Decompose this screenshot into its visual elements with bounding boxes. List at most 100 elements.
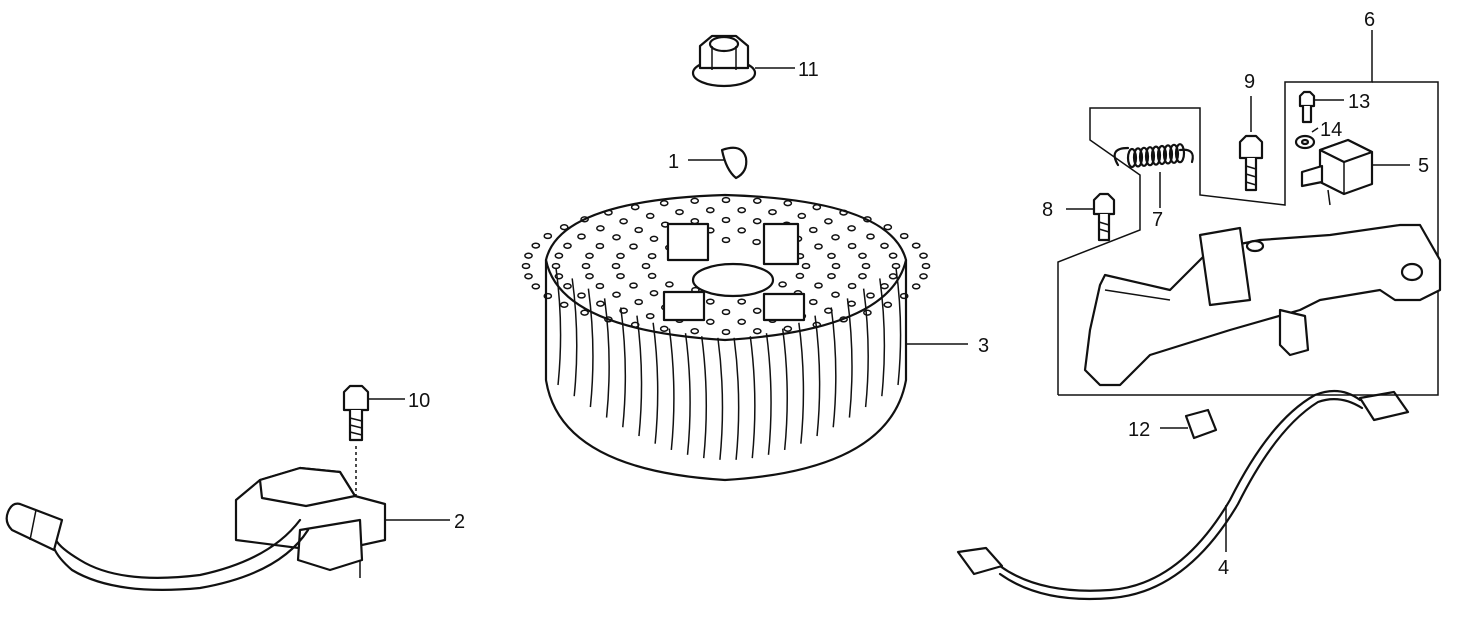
cooling-hole [824,218,833,225]
flywheel-fin [814,315,821,437]
cooling-hole [596,300,605,307]
cooling-hole [543,292,553,300]
cooling-hole [831,234,840,241]
cooling-hole [752,307,762,314]
flywheel-fin [587,288,594,408]
callout-7: 7 [1152,209,1163,231]
cooling-hole [783,325,793,332]
cooling-hole [705,207,715,214]
cooling-hole [705,318,715,325]
cooling-hole [888,252,898,259]
cooling-hole [737,227,747,234]
spring-coil [1132,147,1144,168]
cooling-hole [645,212,655,220]
cooling-hole [675,208,684,216]
cooling-hole [531,242,541,249]
cooling-hole [737,318,747,325]
spring-coil [1138,146,1150,167]
cooling-hole [911,283,921,290]
cooling-hole [831,291,840,298]
cooling-hole [645,312,655,320]
washer-part [1294,127,1319,150]
cooling-hole [752,218,762,225]
cooling-hole [577,233,586,240]
cooling-hole [883,224,893,231]
cooling-hole [808,298,818,306]
callout-3: 3 [978,335,989,357]
flywheel-fin [684,333,691,455]
cooling-hole [611,262,621,270]
cooling-hole [827,272,836,280]
flywheel-fin [652,322,659,444]
flywheel-fin [765,333,772,455]
cooling-hole [891,262,901,270]
cooling-hole [814,282,823,289]
cooling-hole [752,238,761,246]
callout-11: 11 [798,59,819,81]
cooling-hole [883,301,893,308]
cooling-hole [801,262,811,270]
cooling-hole [595,282,605,290]
spring-coil [1162,144,1174,165]
flywheel-fin [879,278,886,397]
cooling-hole [612,234,621,241]
cooling-hole [899,232,909,240]
cooling-hole [866,233,875,240]
cooling-hole [634,298,644,306]
cooling-hole [721,308,731,316]
cooling-hole [630,321,640,328]
cooling-hole [847,300,856,307]
callout-labels: 1 2 3 4 5 6 7 8 9 10 11 12 13 14 [408,9,1429,579]
wire-harness-part [956,389,1410,601]
cooling-hole [641,262,651,270]
cooling-hole [649,290,659,297]
cooling-hole [911,242,921,249]
cooling-hole [795,272,805,280]
cooling-hole [808,226,818,234]
cooling-hole [752,328,762,335]
cooling-hole [595,242,605,250]
cooling-hole [880,242,889,249]
flywheel-fin [862,288,869,408]
spring-coil [1144,146,1156,167]
cooling-hole [604,316,613,323]
cooling-hole [616,272,625,280]
spring-coils [1126,143,1186,169]
callout-9: 9 [1244,71,1255,93]
cooling-hole [619,307,628,314]
callout-4: 4 [1218,557,1229,579]
flywheel-fin [717,337,724,460]
flywheel-fin [798,322,805,444]
spring-part [1113,143,1194,208]
cooling-hole [814,243,823,250]
cooling-hole [580,309,589,316]
cooling-hole [737,298,747,305]
cooling-hole [580,216,589,223]
brake-assembly-outline [1057,30,1439,396]
cooling-hole [585,252,594,259]
cooling-hole [659,200,669,207]
cooling-hole [629,243,638,250]
flywheel-fins [555,267,902,460]
cooling-hole [616,252,625,260]
cooling-hole [524,273,533,280]
cooling-hole [863,309,872,316]
spring-coil [1174,143,1186,164]
cooling-hole [721,236,731,244]
cooling-hole [690,197,700,204]
cooling-hole [797,212,807,220]
cooling-hole [778,281,787,288]
spring-coil [1156,144,1168,166]
flywheel-fin [603,298,610,418]
cooling-hole [612,291,621,298]
flywheel-fin [846,298,853,418]
cooling-hole [630,204,640,211]
callout-1: 1 [668,151,679,173]
cooling-hole [659,325,669,332]
spring-coil [1168,143,1180,164]
cooling-hole [919,273,928,280]
callout-2: 2 [454,511,465,533]
spring-coil [1150,145,1162,166]
